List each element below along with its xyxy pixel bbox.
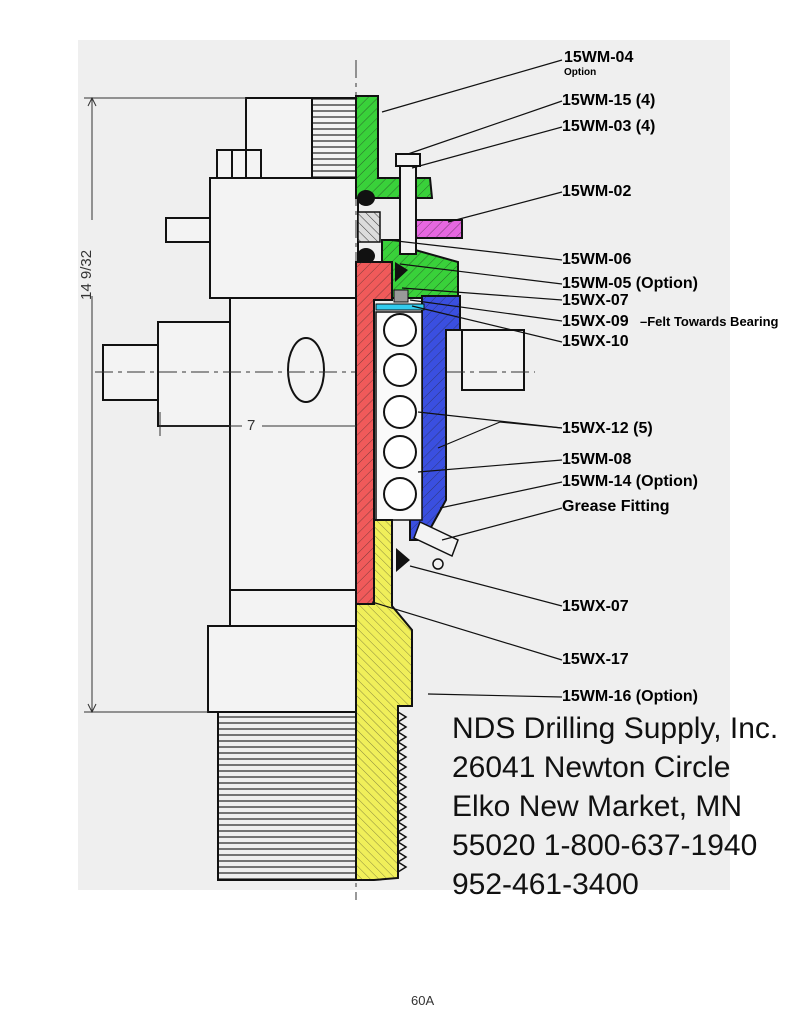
company-street: 26041 Newton Circle bbox=[452, 751, 731, 784]
leader-lines bbox=[371, 59, 563, 698]
callout-15wx-07-lower: 15WX-07 bbox=[562, 598, 629, 615]
callout-15wx-09: 15WX-09 bbox=[562, 313, 629, 330]
callout-15wm-08: 15WM-08 bbox=[562, 451, 632, 468]
company-phone2: 952-461-3400 bbox=[452, 868, 639, 901]
callout-15wm-05: 15WM-05 (Option) bbox=[562, 275, 698, 292]
callout-15wx-12: 15WX-12 (5) bbox=[562, 420, 653, 437]
width-dimension-label: 7 bbox=[247, 417, 256, 434]
callout-15wm-03: 15WM-03 (4) bbox=[562, 118, 656, 135]
callout-15wm-04-note: Option bbox=[564, 67, 597, 78]
felt-strip bbox=[375, 303, 425, 311]
callout-15wm-06: 15WM-06 bbox=[562, 251, 632, 268]
callout-15wx-17: 15WX-17 bbox=[562, 651, 629, 668]
grease-fitting bbox=[413, 520, 459, 570]
company-city: Elko New Market, MN bbox=[452, 790, 743, 823]
bolt-part bbox=[399, 161, 417, 255]
callout-15wm-02: 15WM-02 bbox=[562, 183, 632, 200]
height-dimension-label: 14 9/32 bbox=[78, 249, 95, 300]
company-name: NDS Drilling Supply, Inc. bbox=[452, 712, 779, 745]
callout-15wx-09-note: –Felt Towards Bearing bbox=[640, 314, 779, 329]
dimension-lines bbox=[84, 96, 356, 714]
page-number: 60A bbox=[411, 993, 435, 1008]
bearing-balls bbox=[383, 313, 417, 511]
callout-15wx-10: 15WX-10 bbox=[562, 333, 629, 350]
right-stub bbox=[461, 329, 525, 391]
company-zip-phone: 55020 1-800-637-1940 bbox=[452, 829, 758, 862]
o-ring bbox=[357, 190, 375, 206]
callout-grease-fitting: Grease Fitting bbox=[562, 498, 670, 515]
callout-15wm-04: 15WM-04 bbox=[564, 49, 634, 66]
callout-15wm-16: 15WM-16 (Option) bbox=[562, 688, 698, 705]
callout-15wm-14: 15WM-14 (Option) bbox=[562, 473, 698, 490]
callout-15wm-15: 15WM-15 (4) bbox=[562, 92, 656, 109]
exterior-view bbox=[102, 97, 359, 881]
callout-15wx-07-upper: 15WX-07 bbox=[562, 292, 629, 309]
